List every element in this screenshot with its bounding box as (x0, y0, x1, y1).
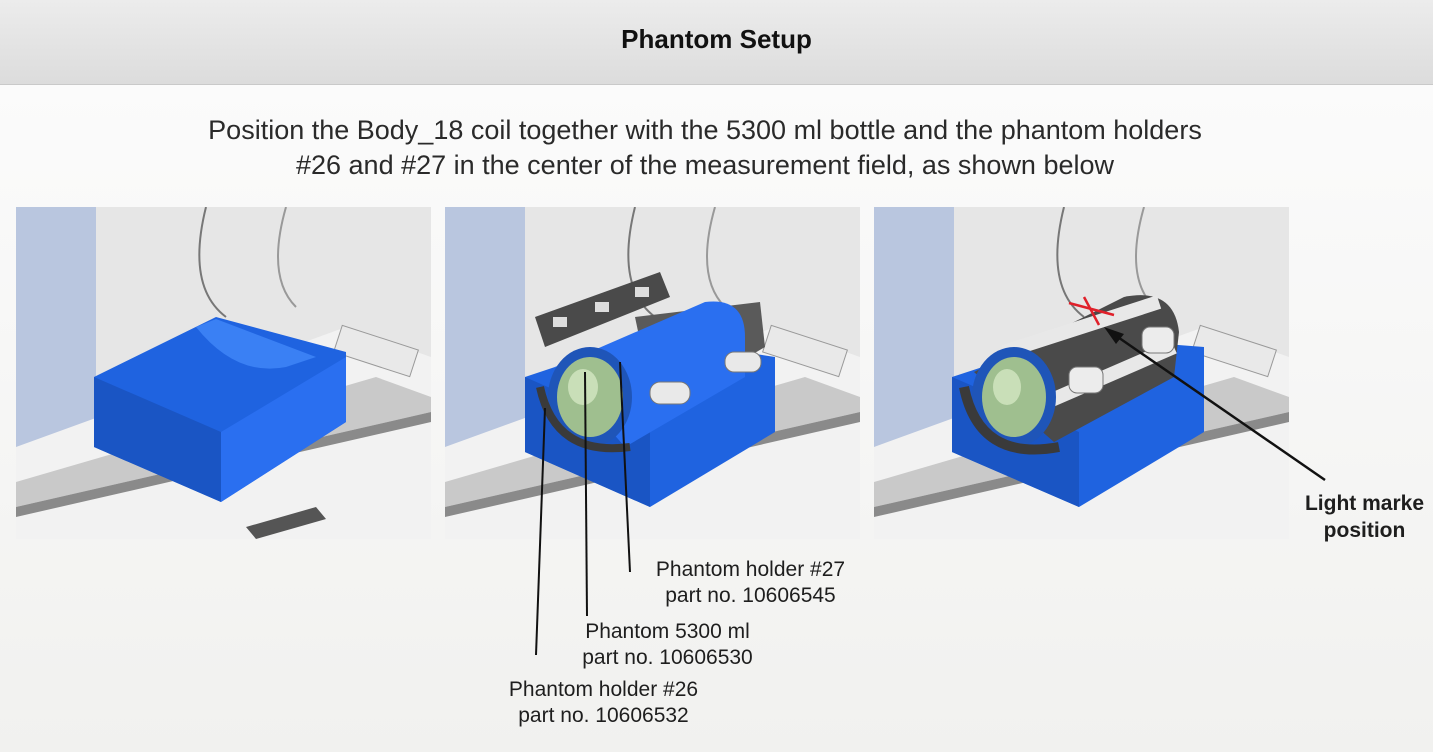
step-image-full-assembly (874, 207, 1289, 539)
callout-holder26-part: part no. 10606532 (518, 704, 689, 727)
callout-holder27-part: part no. 10606545 (665, 584, 836, 607)
page-title: Phantom Setup (621, 23, 812, 54)
callout-phantom-holder-26: Phantom holder #26 part no. 10606532 (486, 677, 721, 729)
light-marker-cross (1068, 296, 1115, 326)
instruction-text: Position the Body_18 coil together with … (0, 113, 1410, 183)
title-bar: Phantom Setup (0, 0, 1433, 85)
callout-phantom-holder-27: Phantom holder #27 part no. 10606545 (638, 557, 863, 609)
mri-bore-illustration (445, 207, 860, 539)
callout-bottle-name: Phantom 5300 ml (585, 620, 750, 643)
callout-light-marker: Light marke position (1296, 490, 1433, 544)
instruction-line-2: #26 and #27 in the center of the measure… (295, 150, 1114, 180)
phantom-holder-illustration (94, 317, 346, 502)
mri-bore-illustration (16, 207, 431, 539)
callout-holder27-name: Phantom holder #27 (655, 558, 846, 581)
phantom-bottle-illustration (959, 347, 1060, 455)
callout-light-marker-line1: Light marke (1304, 492, 1425, 515)
step-image-holder-only (16, 207, 431, 539)
callout-holder26-name: Phantom holder #26 (508, 678, 699, 701)
instruction-line-1: Position the Body_18 coil together with … (208, 115, 1202, 145)
step-image-bottle-in-holder (445, 207, 860, 539)
mri-bore-illustration (874, 207, 1289, 539)
callout-phantom-bottle: Phantom 5300 ml part no. 10606530 (560, 619, 775, 671)
phantom-bottle-illustration (536, 301, 745, 453)
callout-light-marker-line2: position (1323, 519, 1406, 542)
callout-bottle-part: part no. 10606530 (582, 646, 753, 669)
